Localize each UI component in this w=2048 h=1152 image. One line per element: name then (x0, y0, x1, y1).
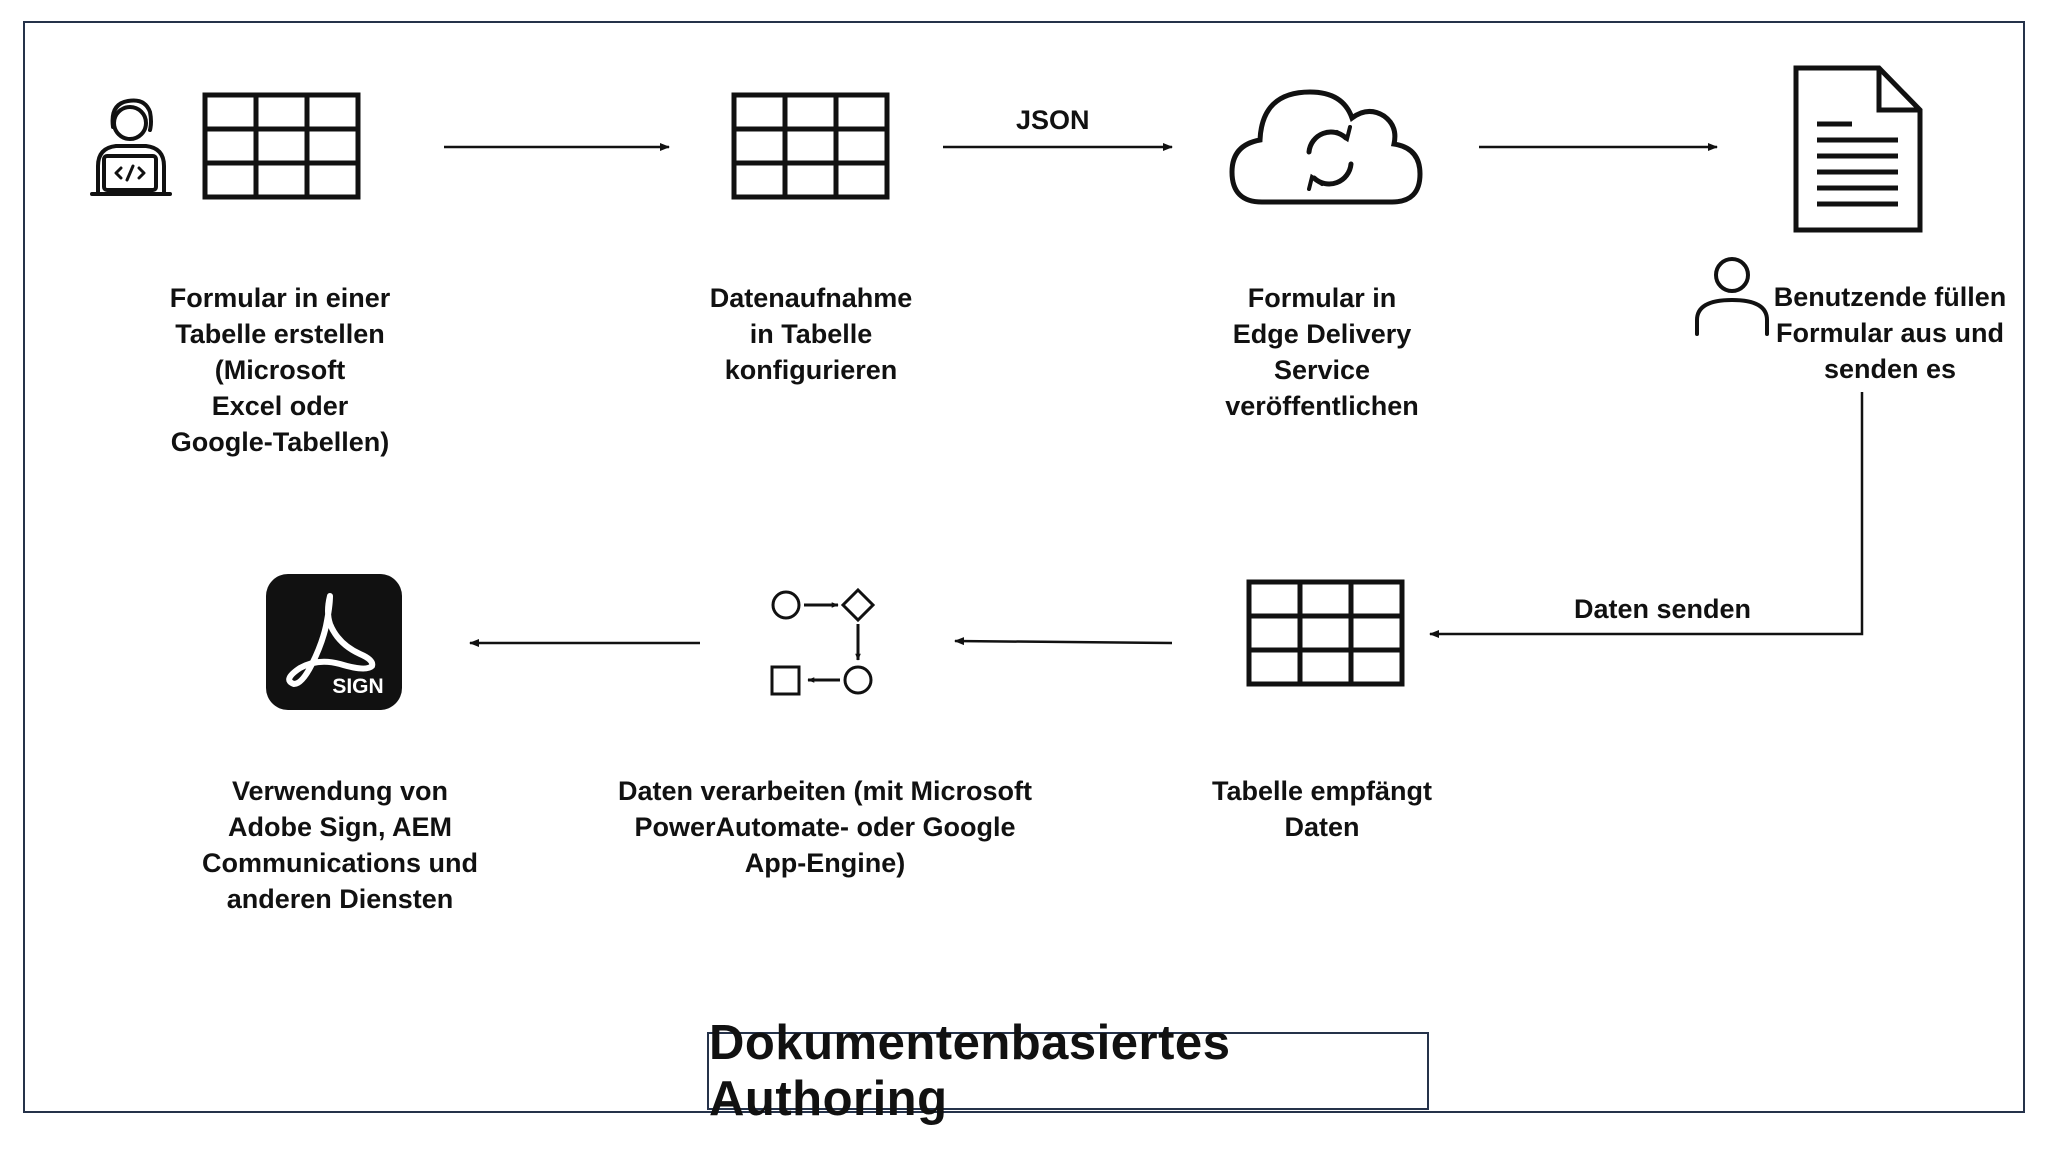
send-data-arrow-label: Daten senden (1574, 594, 1752, 624)
step-label-process: Daten verarbeiten (mit Microsoft PowerAu… (617, 776, 1033, 878)
arrow-fill-to-receive (1429, 392, 1864, 638)
arrow-receive-to-process (954, 637, 1173, 646)
step-label-fill: Benutzende füllen Formular aus und sende… (1773, 282, 2007, 384)
developer-laptop-icon (90, 98, 172, 196)
adobe-sign-text: SIGN (332, 675, 383, 698)
flow-arrows (444, 143, 1864, 647)
step-label-configure: Datenaufnahme in Tabelle konfigurieren (709, 283, 913, 385)
diagram-frame (23, 21, 2025, 1113)
step-label-receive: Tabelle empfängt Daten (1211, 776, 1433, 842)
spreadsheet-icon-create (202, 92, 361, 200)
step-label-publish: Formular in Edge Delivery Service veröff… (1225, 283, 1419, 421)
step-label-use: Verwendung von Adobe Sign, AEM Communica… (202, 776, 478, 914)
workflow-icon (770, 587, 876, 696)
diagram-title: Dokumentenbasiertes Authoring (709, 1016, 1231, 1126)
user-icon (1695, 257, 1769, 336)
cloud-sync-icon (1229, 89, 1423, 205)
adobe-sign-icon: SIGN (266, 574, 402, 710)
document-icon (1793, 65, 1923, 233)
spreadsheet-icon-configure (731, 92, 890, 200)
diagram-title-box: Dokumentenbasiertes Authoring (707, 1016, 1429, 1126)
json-arrow-label: JSON (1016, 105, 1090, 135)
step-label-create: Formular in einer Tabelle erstellen (Mic… (169, 283, 391, 457)
spreadsheet-icon-receive (1246, 579, 1405, 687)
